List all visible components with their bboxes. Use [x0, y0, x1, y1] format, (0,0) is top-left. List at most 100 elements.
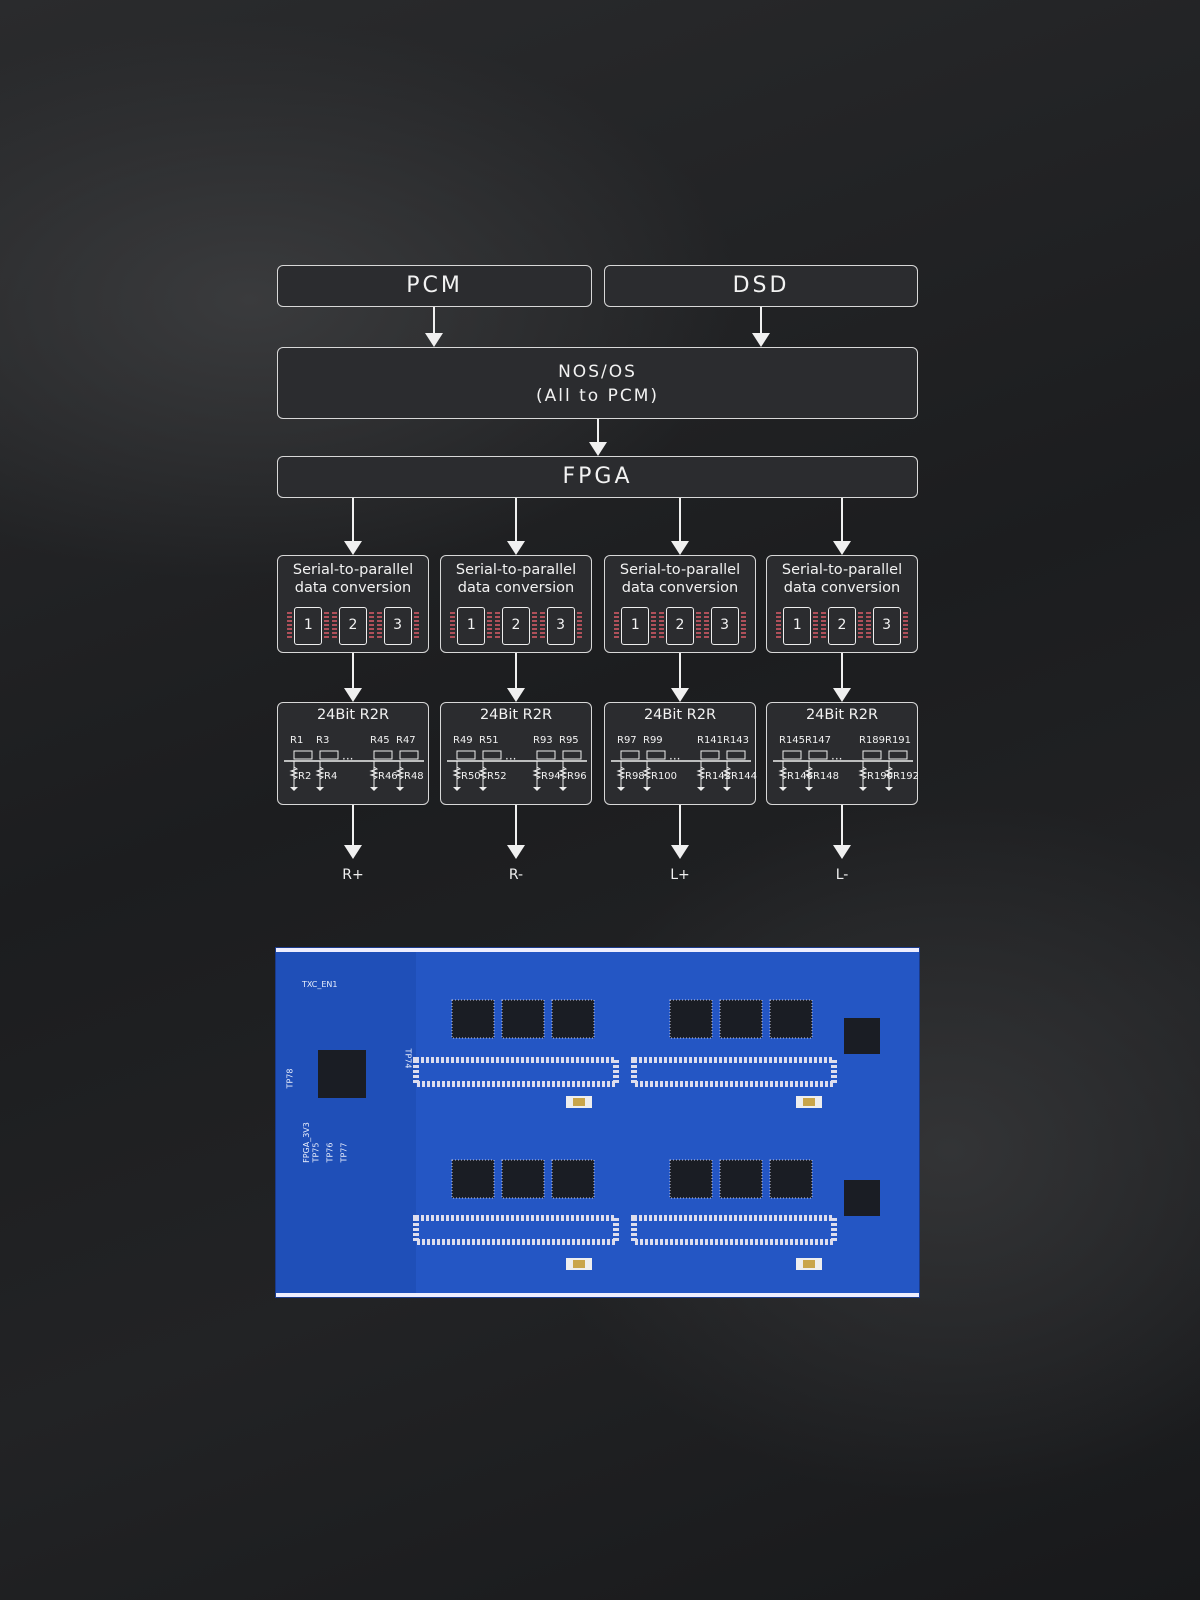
ic-chip-icon: 1 — [287, 607, 330, 645]
pcb-ic — [501, 999, 545, 1039]
resistor-label: R142 — [705, 771, 732, 782]
arrow-pcm-nos — [425, 307, 443, 347]
pcb-photo: TXC_EN1 FPGA_3V3 TP78 TP74 TP75 TP76 TP7… — [276, 948, 919, 1297]
resistor-ladder-icon: ··· — [611, 750, 751, 791]
resistor-label: R46 — [378, 771, 398, 782]
silk-tp77: TP77 — [339, 1142, 349, 1163]
silk-tp76: TP76 — [325, 1142, 335, 1163]
resistor-label: R96 — [567, 771, 587, 782]
silk-txc-en1: TXC_EN1 — [302, 980, 338, 989]
r2r-title: 24Bit R2R — [805, 707, 879, 723]
pcb-resistor-array — [631, 1057, 837, 1087]
pcb-ic — [551, 999, 595, 1039]
pcb-ic — [669, 1159, 713, 1199]
resistor-label: R3 — [316, 735, 330, 746]
ic-chip-icon: 1 — [776, 607, 819, 645]
pcb-artwork — [276, 948, 919, 1297]
pcb-ic — [669, 999, 713, 1039]
resistor-label: R99 — [643, 735, 663, 746]
fpga-box: FPGA — [277, 456, 918, 498]
pcb-resistor-array — [413, 1215, 619, 1245]
resistor-label: R148 — [813, 771, 840, 782]
arrow-sp-r2r — [671, 653, 689, 702]
resistor-label: R190 — [867, 771, 894, 782]
ic-chip-icon: 1 — [450, 607, 493, 645]
r2r-title: 24Bit R2R — [643, 707, 717, 723]
arrow-output — [833, 805, 851, 859]
resistor-label: R98 — [625, 771, 645, 782]
output-label: L- — [835, 867, 849, 883]
resistor-label: R94 — [541, 771, 561, 782]
nos-os-box: NOS/OS (All to PCM) — [277, 347, 918, 419]
resistor-label: R50 — [461, 771, 481, 782]
nos-os-line2: (All to PCM) — [535, 386, 659, 406]
arrow-fpga-sp — [344, 498, 362, 555]
pcb-ic — [769, 1159, 813, 1199]
svg-text:···: ··· — [505, 752, 516, 766]
pcb-resistor-array — [413, 1057, 619, 1087]
resistor-label: R100 — [651, 771, 678, 782]
resistor-label: R95 — [559, 735, 579, 746]
resistor-label: R145 — [779, 735, 806, 746]
resistor-label: R52 — [487, 771, 507, 782]
silk-tp74: TP74 — [403, 1048, 413, 1069]
ic-chip-icon: 2 — [331, 607, 374, 645]
arrow-output — [671, 805, 689, 859]
resistor-ladder-icon: ··· — [773, 750, 913, 791]
svg-text:···: ··· — [669, 752, 680, 766]
arrow-fpga-sp — [507, 498, 525, 555]
resistor-label: R147 — [805, 735, 832, 746]
ic-chip-icon: 3 — [539, 607, 582, 645]
ic-chip-icon: 3 — [703, 607, 746, 645]
output-label: R- — [508, 867, 524, 883]
pcb-ic — [451, 1159, 495, 1199]
resistor-label: R143 — [723, 735, 750, 746]
resistor-label: R51 — [479, 735, 499, 746]
pcb-ic — [719, 999, 763, 1039]
r2r-title: 24Bit R2R — [316, 707, 390, 723]
pcb-ic — [551, 1159, 595, 1199]
pcm-box: PCM — [277, 265, 592, 307]
resistor-label: R189 — [859, 735, 886, 746]
ic-chip-icon: 1 — [614, 607, 657, 645]
ic-chip-icon: 3 — [865, 607, 908, 645]
resistor-label: R48 — [404, 771, 424, 782]
dsd-box: DSD — [604, 265, 918, 307]
resistor-label: R146 — [787, 771, 814, 782]
silk-tp78: TP78 — [285, 1068, 295, 1089]
arrow-output — [507, 805, 525, 859]
resistor-label: R49 — [453, 735, 473, 746]
ic-chip-icon: 2 — [658, 607, 701, 645]
resistor-label: R191 — [885, 735, 912, 746]
resistor-label: R141 — [697, 735, 724, 746]
output-label: L+ — [670, 867, 690, 883]
pcb-resistor-array — [631, 1215, 837, 1245]
nos-os-line1: NOS/OS — [558, 362, 637, 382]
pcb-ic — [501, 1159, 545, 1199]
svg-text:···: ··· — [831, 752, 842, 766]
resistor-label: R45 — [370, 735, 390, 746]
resistor-label: R93 — [533, 735, 553, 746]
pcb-ic — [451, 999, 495, 1039]
arrow-sp-r2r — [344, 653, 362, 702]
arrow-dsd-nos — [752, 307, 770, 347]
output-label: R+ — [342, 867, 364, 883]
ic-chip-icon: 2 — [494, 607, 537, 645]
pcb-ic — [769, 999, 813, 1039]
resistor-ladder-icon: ··· — [284, 750, 424, 791]
arrow-sp-r2r — [833, 653, 851, 702]
ic-chip-icon: 2 — [820, 607, 863, 645]
arrow-fpga-sp — [833, 498, 851, 555]
resistor-ladder-icon: ··· — [447, 750, 587, 791]
resistor-label: R4 — [324, 771, 338, 782]
resistor-label: R144 — [731, 771, 758, 782]
resistor-label: R1 — [290, 735, 304, 746]
svg-text:···: ··· — [342, 752, 353, 766]
